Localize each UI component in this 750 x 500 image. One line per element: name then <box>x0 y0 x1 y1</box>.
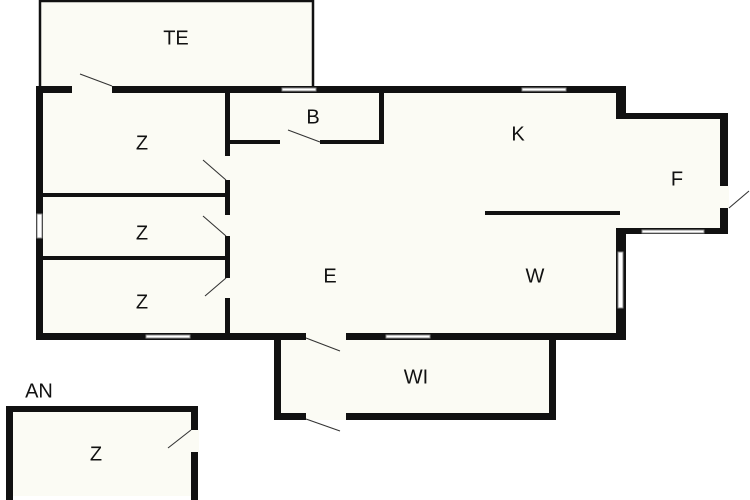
door-bath <box>287 129 321 143</box>
door-gaps <box>72 86 729 452</box>
label-z-an: Z <box>90 443 102 465</box>
door-z3 <box>204 277 227 297</box>
label-z1: Z <box>136 132 148 154</box>
label-z2: Z <box>136 222 148 244</box>
window-right-living <box>617 251 624 309</box>
right-wall-upper <box>616 86 626 118</box>
label-b: B <box>306 106 319 128</box>
wi-floor <box>280 336 552 416</box>
window-top-bath <box>281 87 317 92</box>
window-top-kitchen <box>521 87 567 92</box>
label-te: TE <box>163 27 189 49</box>
an-floor <box>10 410 194 496</box>
door-wi <box>305 337 341 352</box>
door-an <box>167 429 192 449</box>
label-w: W <box>526 265 545 287</box>
label-f: F <box>671 168 683 190</box>
door-leaves <box>79 73 750 449</box>
annex-f-floor <box>620 118 724 230</box>
left-wall <box>36 86 43 340</box>
room-labels: TE B K F Z Z Z E W WI AN Z <box>25 27 683 465</box>
terrace-outline <box>38 0 315 88</box>
window-left <box>36 213 43 239</box>
an-walls <box>6 406 198 500</box>
door-z1 <box>202 159 227 181</box>
window-f-bottom <box>641 229 705 234</box>
windows <box>36 87 705 339</box>
top-wall <box>36 86 626 93</box>
label-e: E <box>323 265 336 287</box>
label-wi: WI <box>404 366 428 388</box>
label-an: AN <box>25 380 53 402</box>
door-terrace <box>79 73 113 87</box>
label-k: K <box>511 123 525 145</box>
terrace-floor <box>40 0 313 88</box>
door-z2 <box>202 215 227 237</box>
label-z3: Z <box>136 291 148 313</box>
door-f <box>728 190 750 209</box>
window-bottom-hall <box>385 334 431 339</box>
window-bottom-bedroom <box>145 334 191 339</box>
wi-walls <box>274 336 556 420</box>
door-wi-out <box>305 418 341 432</box>
